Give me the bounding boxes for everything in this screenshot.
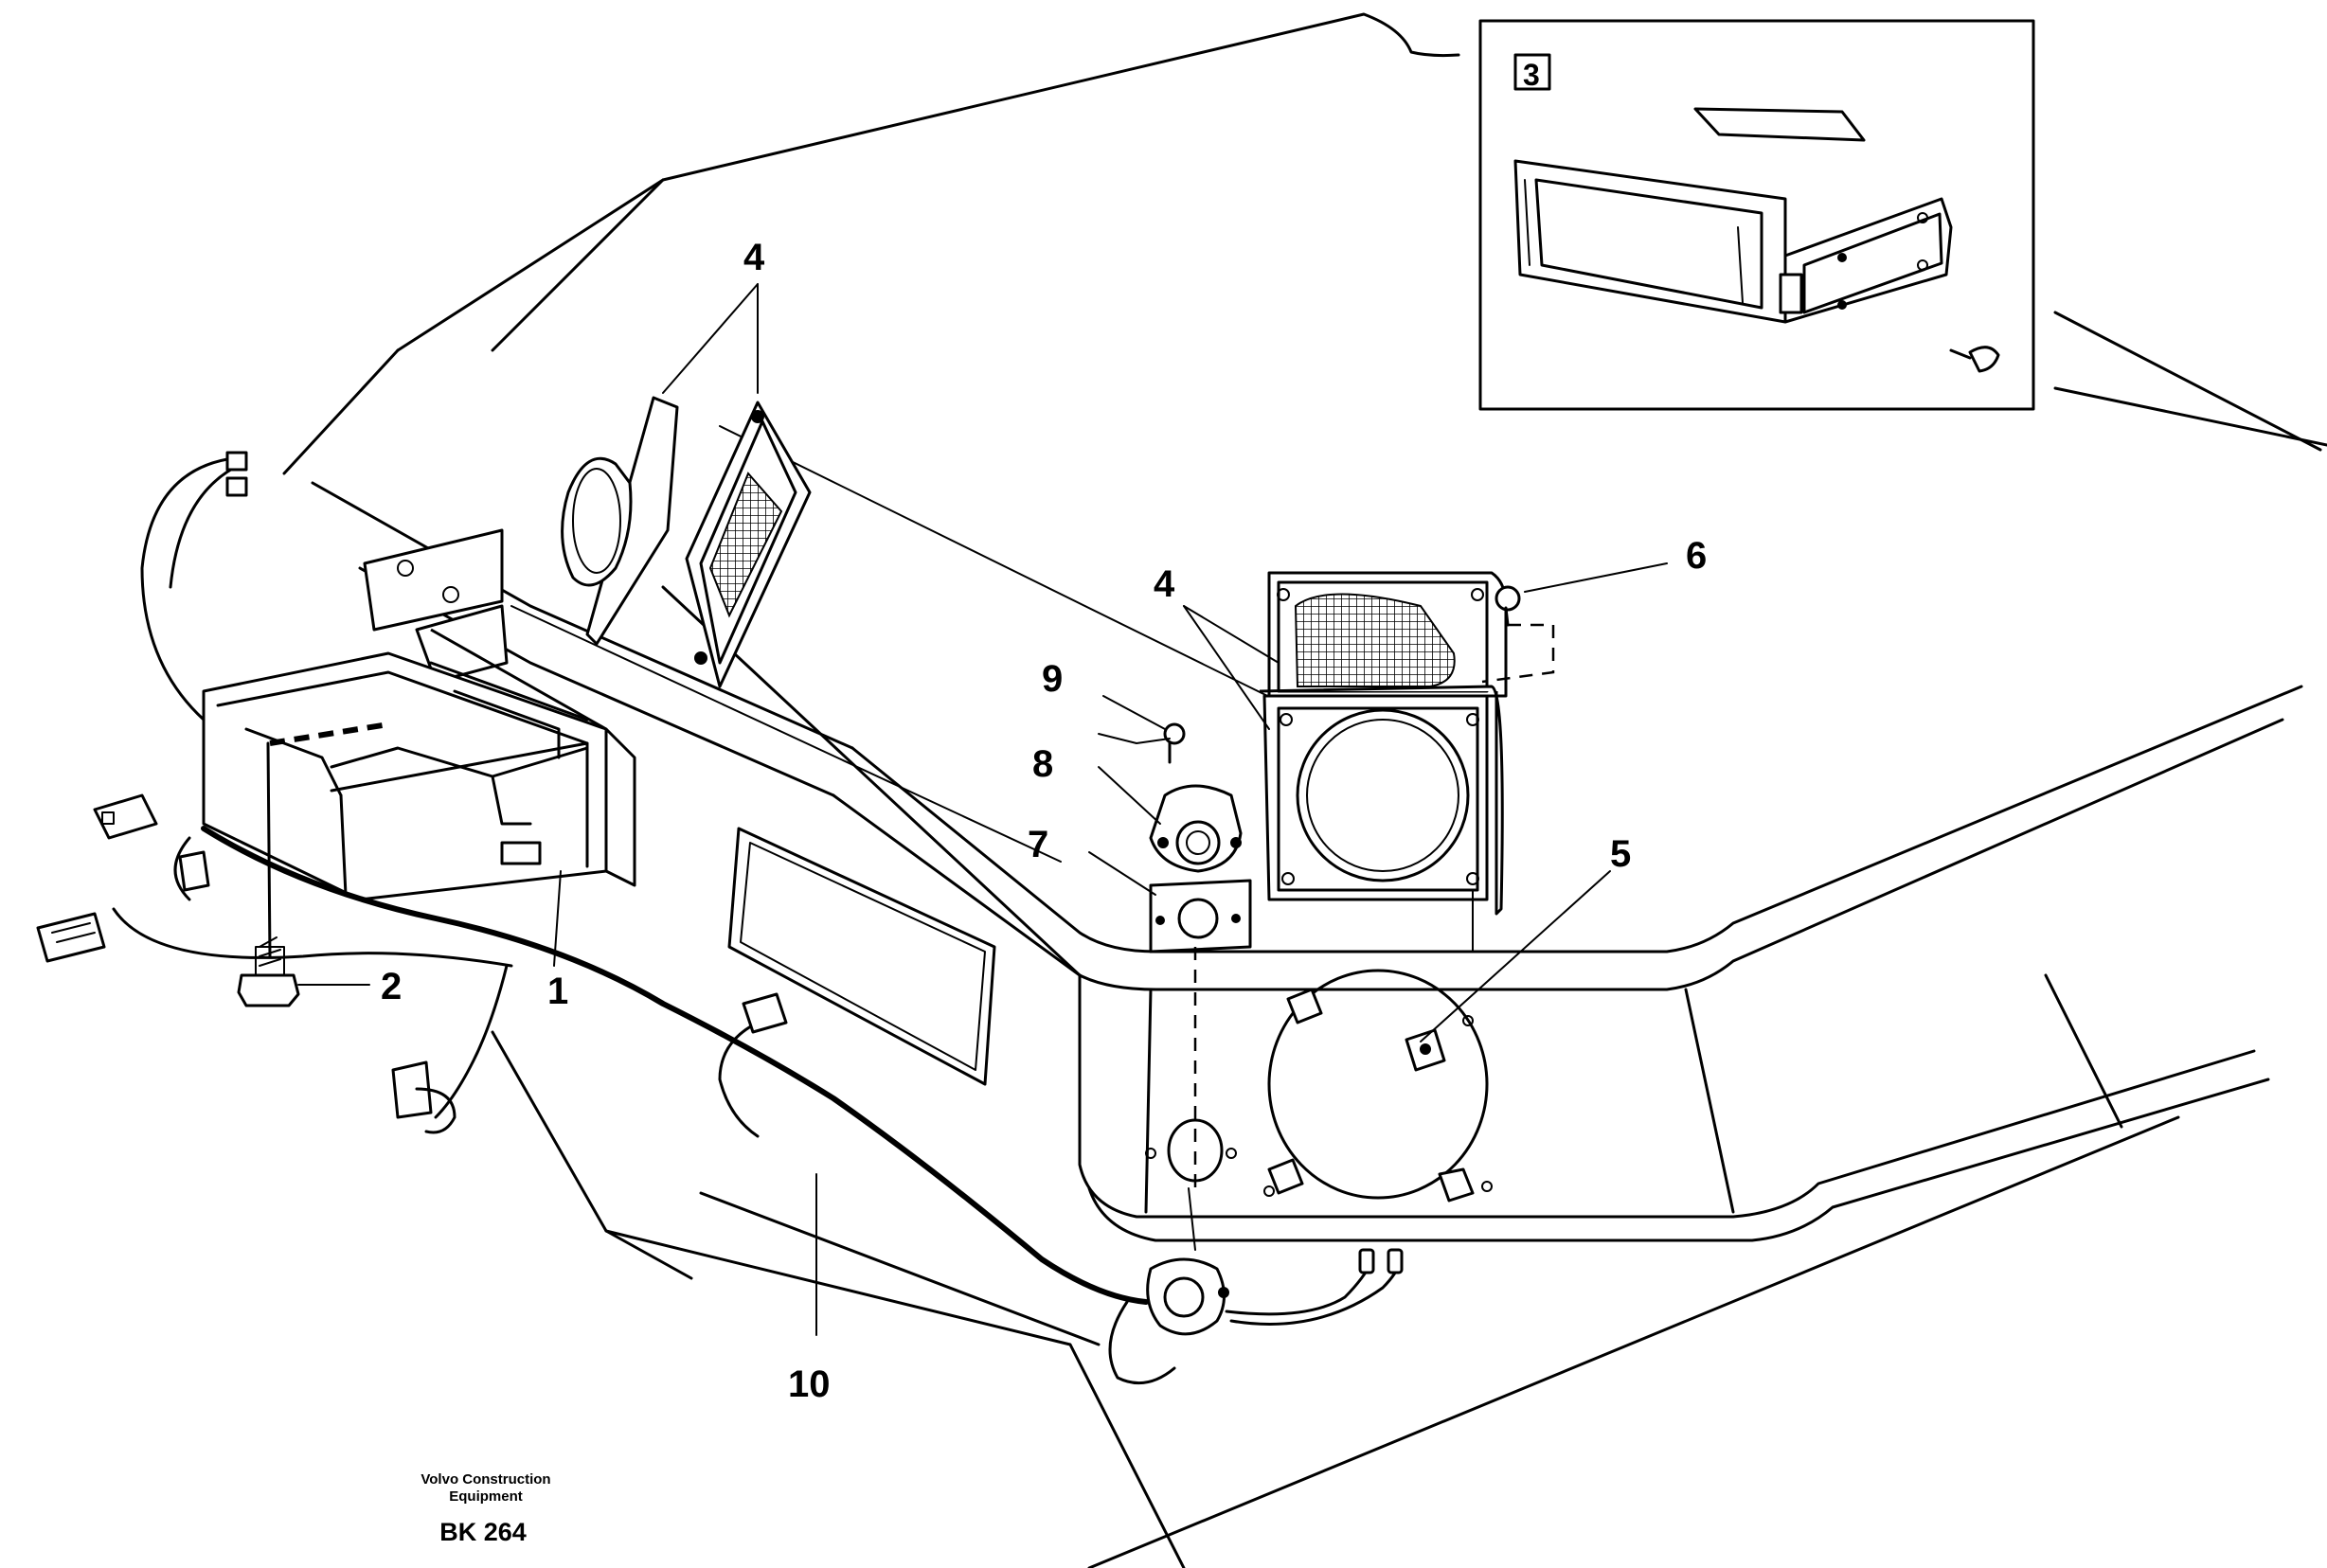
mounting-cutout-5: [1145, 969, 1493, 1203]
leader-9: 9: [1042, 658, 1166, 730]
light-housing-4: [1259, 571, 1508, 953]
inset-radio-3: 3: [1478, 19, 2035, 411]
callout-5: 5: [1610, 833, 1631, 875]
callout-4-right: 4: [1154, 563, 1175, 605]
leader-2: 2: [297, 966, 402, 1007]
callout-4-top: 4: [743, 237, 765, 278]
credit-block: Volvo Construction Equipment BK 264: [421, 1471, 550, 1546]
credit-line-1: Volvo Construction: [421, 1471, 550, 1488]
connectors: [36, 793, 1404, 1274]
callout-6: 6: [1686, 535, 1707, 577]
drawing-code: BK 264: [439, 1518, 527, 1546]
leader-4-right: 4: [1154, 563, 1280, 730]
relay-unit: [1146, 1257, 1229, 1336]
callout-10: 10: [788, 1363, 831, 1405]
callout-1: 1: [547, 971, 568, 1012]
speaker-left-4: [561, 396, 679, 646]
callout-9: 9: [1042, 658, 1063, 700]
radio-compartment-1: [202, 528, 636, 901]
credit-line-2: Equipment: [449, 1488, 523, 1505]
callout-7: 7: [1028, 824, 1048, 865]
leader-7: 7: [1028, 824, 1156, 896]
leader-5: 5: [1420, 833, 1631, 1042]
screw-2: [237, 741, 300, 1007]
callout-3: 3: [1523, 58, 1540, 92]
side-window-panel: [727, 827, 996, 1086]
leader-10: 10: [788, 1173, 831, 1405]
leader-8: 8: [1032, 743, 1161, 825]
leader-1: 1: [547, 870, 568, 1012]
speaker-grille-4: [685, 401, 812, 688]
screw-6: 6: [1481, 535, 1707, 684]
switch-assembly: [1098, 722, 1252, 1251]
leader-4-top: 4: [662, 237, 765, 394]
callout-2: 2: [381, 966, 402, 1007]
callout-8: 8: [1032, 743, 1053, 785]
